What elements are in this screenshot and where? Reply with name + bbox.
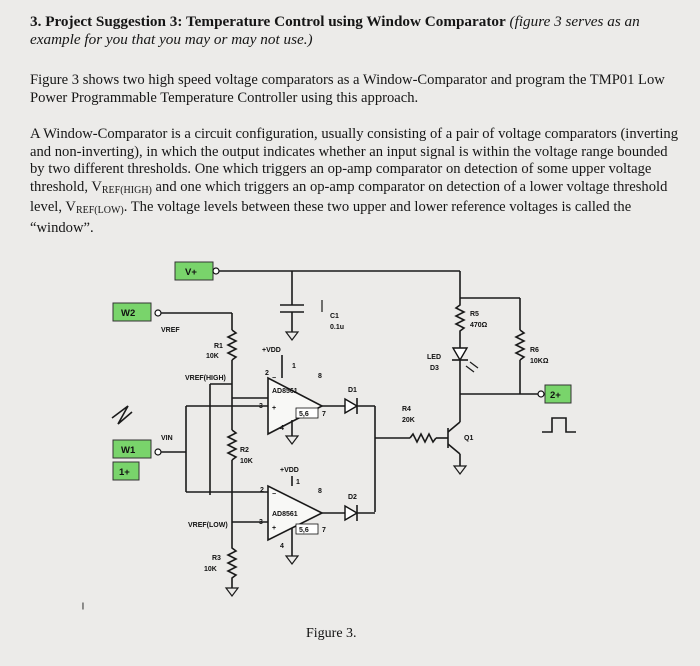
minus-bottom: −	[272, 491, 276, 498]
led-icon	[451, 347, 469, 362]
d2-diode	[344, 504, 359, 522]
r2-resistor	[226, 429, 238, 461]
vdd-bottom-label: +VDD	[280, 467, 299, 474]
heading: 3. Project Suggestion 3: Temperature Con…	[30, 13, 680, 48]
vref-high-label: VREF(HIGH)	[185, 375, 226, 382]
r4-value: 20K	[402, 417, 415, 424]
pin7-bottom: 7	[322, 527, 326, 534]
r3-value: 10K	[204, 566, 217, 573]
q1-ground-icon	[452, 465, 468, 475]
d1-label: D1	[348, 387, 357, 394]
one-plus-box	[112, 461, 140, 481]
paragraph-window-comparator: A Window-Comparator is a circuit configu…	[30, 126, 680, 237]
top-ground-icon	[284, 435, 300, 445]
para2-part2: and one which triggers an op-amp compara…	[30, 178, 668, 216]
out-terminal	[537, 390, 545, 398]
opamp-top-label: AD8561	[272, 388, 298, 395]
r6-resistor	[514, 329, 526, 361]
pin567-bottom-box	[295, 523, 319, 535]
para2-part3: . The voltage levels between these two u…	[30, 199, 632, 236]
pin4-bottom: 4	[280, 543, 284, 550]
vin-label: VIN	[161, 435, 173, 442]
r2-value: 10K	[240, 458, 253, 465]
tick-mark: |	[82, 603, 84, 610]
ramp-icon	[111, 405, 133, 425]
para2-sub-high: REF(HIGH)	[101, 184, 152, 196]
r6-name: R6	[530, 347, 539, 354]
pin4-top: 4	[280, 425, 284, 432]
heading-number: 3.	[30, 13, 42, 30]
vplus-terminal	[212, 267, 220, 275]
pin1-top: 1	[292, 363, 296, 370]
opamp-bottom	[267, 484, 324, 542]
plus-top: +	[272, 405, 276, 412]
r4-resistor	[409, 432, 437, 444]
w2-label: W2	[121, 308, 135, 319]
r3-ground-icon	[224, 587, 240, 597]
pin7-top: 7	[322, 411, 326, 418]
r2-name: R2	[240, 447, 249, 454]
led-ray-1	[465, 365, 475, 373]
led-ref: D3	[430, 365, 439, 372]
d2-label: D2	[348, 494, 357, 501]
heading-title: Project Suggestion 3: Temperature Contro…	[45, 13, 506, 30]
vdd-top-label: +VDD	[262, 347, 281, 354]
led-name: LED	[427, 354, 441, 361]
pin3-bottom: 3	[259, 519, 263, 526]
r1-resistor	[226, 329, 238, 361]
r5-name: R5	[470, 311, 479, 318]
vref-low-label: VREF(LOW)	[188, 522, 228, 529]
r1-name: R1	[214, 343, 223, 350]
pin567-bottom: 5,6	[299, 527, 309, 534]
plus-bottom: +	[272, 525, 276, 532]
r4-name: R4	[402, 406, 411, 413]
pin2-bottom: 2	[260, 487, 264, 494]
q1-label: Q1	[464, 435, 473, 442]
bottom-ground-icon	[284, 555, 300, 565]
w1-label: W1	[121, 445, 136, 456]
pin2-top: 2	[265, 370, 269, 377]
paragraph-intro: Figure 3 shows two high speed voltage co…	[30, 72, 665, 106]
w1-box	[112, 439, 152, 459]
vref-label: VREF	[161, 327, 180, 334]
vin-terminal	[154, 448, 162, 456]
r3-name: R3	[212, 555, 221, 562]
r5-value: 470Ω	[470, 322, 488, 329]
pin8-top: 8	[318, 373, 322, 380]
c1-value: 0.1u	[330, 324, 344, 331]
opamp-bottom-label: AD8561	[272, 511, 298, 518]
r3-resistor	[226, 530, 238, 588]
pin1-bottom: 1	[296, 479, 300, 486]
c1-name: C1	[330, 313, 339, 320]
minus-top: −	[272, 375, 276, 382]
led-ray-2	[469, 361, 479, 369]
vplus-label: V+	[185, 267, 197, 278]
pin8-bottom: 8	[318, 488, 322, 495]
d1-diode	[344, 397, 359, 415]
r5-resistor	[454, 298, 466, 340]
w2-box	[112, 302, 152, 322]
opamp-top	[267, 376, 324, 436]
q1-emitter	[447, 443, 461, 455]
two-plus-label: 2+	[550, 390, 561, 401]
r1-value: 10K	[206, 353, 219, 360]
two-plus-box	[544, 384, 572, 404]
pulse-icon	[542, 417, 576, 433]
q1-collector	[447, 421, 461, 433]
pin567-top-box	[295, 407, 319, 419]
heading-note: (figure 3 serves as an example for you t…	[30, 13, 640, 48]
para2-sub-low: REF(LOW)	[75, 205, 124, 216]
c1-ground-icon	[284, 331, 300, 341]
para2-part1: A Window-Comparator is a circuit configu…	[30, 126, 678, 195]
figure-caption: Figure 3.	[306, 626, 357, 641]
pin567-top: 5,6	[299, 411, 309, 418]
r6-value: 10KΩ	[530, 358, 549, 365]
one-plus-label: 1+	[119, 467, 130, 478]
w2-terminal	[154, 309, 162, 317]
